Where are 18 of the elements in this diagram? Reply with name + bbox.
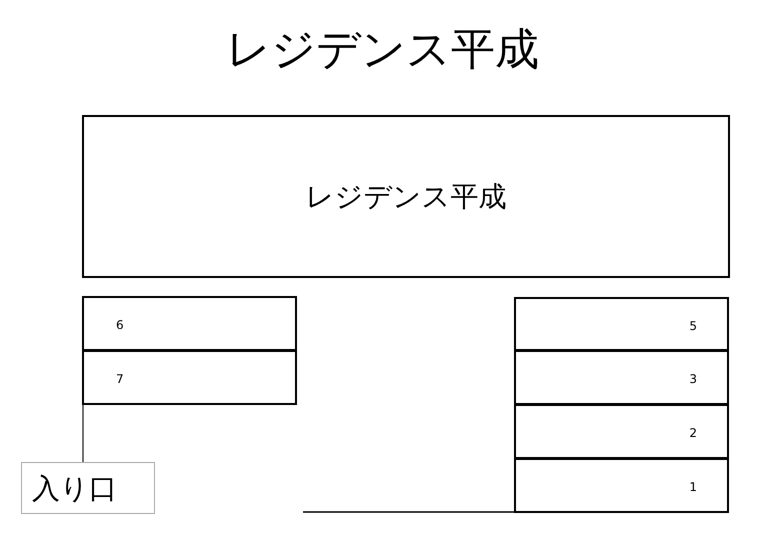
- space-number: 7: [116, 371, 124, 387]
- space-number: 6: [116, 317, 124, 333]
- parking-space: [82, 350, 297, 405]
- entrance-box: [21, 462, 155, 514]
- parking-space: [514, 297, 729, 351]
- title: レジデンス平成: [225, 23, 540, 77]
- space-number: 5: [689, 318, 697, 334]
- space-number: 2: [689, 425, 697, 441]
- building-block: [82, 115, 730, 278]
- entrance-label: 入り口: [32, 473, 117, 505]
- building-name: レジデンス平成: [306, 180, 506, 212]
- connector-line: [82, 404, 84, 462]
- parking-space: [514, 458, 729, 513]
- space-number: 1: [689, 479, 697, 495]
- parking-space: [514, 404, 729, 459]
- parking-space: [82, 296, 297, 351]
- parking-space: [514, 350, 729, 405]
- space-number: 3: [689, 371, 697, 387]
